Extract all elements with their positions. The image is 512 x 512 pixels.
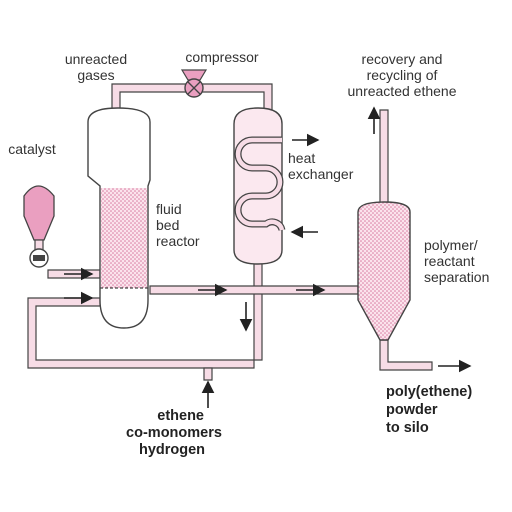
label-separation: polymer/ reactant separation [424, 237, 489, 285]
svg-text:bed: bed [156, 217, 179, 233]
label-catalyst: catalyst [8, 141, 56, 157]
label-compressor: compressor [185, 49, 258, 65]
svg-text:poly(ethene): poly(ethene) [386, 384, 472, 400]
fluid-bed-reactor [87, 107, 151, 329]
recovery-pipe [379, 109, 389, 207]
label-feed: ethene co-monomers hydrogen [126, 408, 222, 458]
label-unreacted-gases: unreacted gases [65, 51, 127, 83]
svg-text:fluid: fluid [156, 201, 182, 217]
svg-text:recovery and: recovery and [362, 51, 443, 67]
svg-text:recycling of: recycling of [367, 67, 438, 83]
svg-text:powder: powder [386, 402, 438, 418]
svg-text:separation: separation [424, 269, 489, 285]
label-recovery: recovery and recycling of unreacted ethe… [348, 51, 457, 99]
label-reactor: fluid bed reactor [156, 201, 200, 249]
svg-text:hydrogen: hydrogen [139, 442, 205, 458]
svg-text:unreacted: unreacted [65, 51, 127, 67]
svg-text:polymer/: polymer/ [424, 237, 478, 253]
svg-text:exchanger: exchanger [288, 166, 354, 182]
polymer-separator [357, 201, 411, 341]
label-heat-exchanger: heat exchanger [288, 150, 354, 182]
svg-text:co-monomers: co-monomers [126, 425, 222, 441]
heat-exchanger [233, 107, 286, 265]
svg-text:ethene: ethene [157, 408, 204, 424]
compressor-icon [180, 69, 208, 98]
svg-text:reactant: reactant [424, 253, 475, 269]
reactor-bed-fill [101, 188, 147, 288]
label-product: poly(ethene) powder to silo [386, 384, 472, 436]
catalyst-hopper [23, 185, 55, 268]
svg-text:gases: gases [77, 67, 114, 83]
svg-text:heat: heat [288, 150, 315, 166]
product-transfer-pipe [149, 285, 359, 295]
svg-text:reactor: reactor [156, 233, 200, 249]
svg-text:unreacted ethene: unreacted ethene [348, 83, 457, 99]
svg-text:to silo: to silo [386, 420, 429, 436]
product-outlet-pipe [379, 339, 433, 371]
feed-pipe [203, 367, 213, 381]
